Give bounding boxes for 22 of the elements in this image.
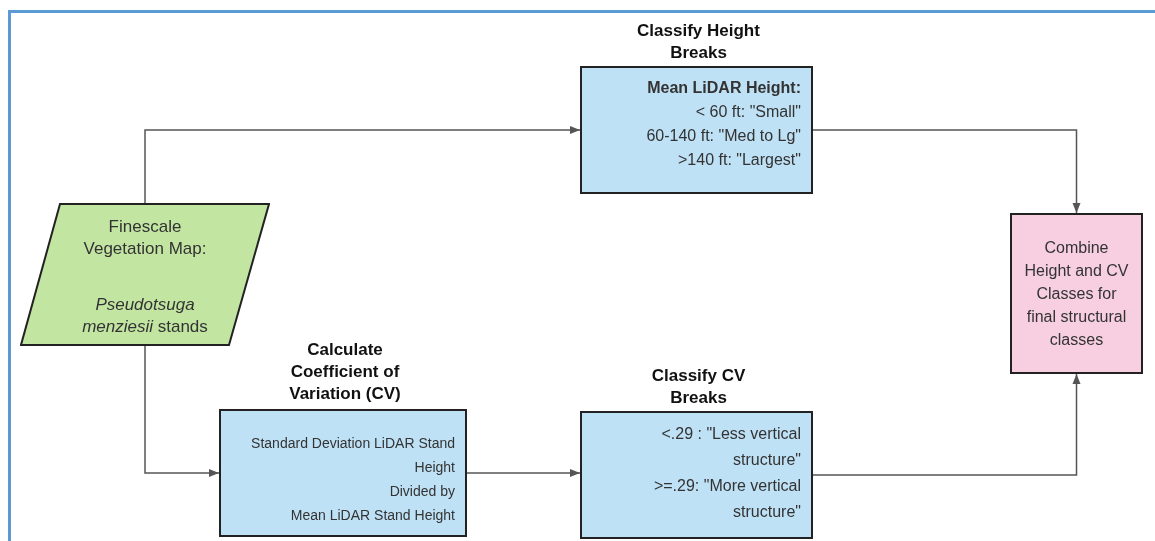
arrow: [144, 126, 581, 204]
arrow: [812, 129, 1081, 214]
criteria-text: Mean LiDAR Stand Height: [289, 506, 455, 525]
step-heading: Classify CV Breaks: [650, 365, 747, 409]
arrow: [812, 373, 1081, 476]
criteria-text: <.29 : "Less vertical structure": [660, 424, 801, 470]
input-title: Finescale Vegetation Map:: [82, 216, 208, 260]
input-description: Pseudotsuga menziesii stands: [81, 294, 209, 338]
arrow: [144, 345, 220, 477]
criteria-text: < 60 ft: "Small": [694, 102, 801, 122]
criteria-text: >140 ft: "Largest": [677, 150, 801, 170]
criteria-heading: Mean LiDAR Height:: [646, 78, 801, 98]
data-input-parallelogram: [20, 203, 270, 346]
arrow: [466, 469, 581, 477]
result-box: [1010, 213, 1143, 374]
criteria-text: 60-140 ft: "Med to Lg": [645, 126, 801, 146]
result-text: Combine Height and CV Classes for final structural classes: [1023, 238, 1130, 350]
criteria-text: Standard Deviation LiDAR Stand Height: [251, 434, 455, 477]
step-heading: Classify Height Breaks: [636, 20, 761, 64]
criteria-text: Divided by: [388, 482, 455, 501]
step-heading: Calculate Coefficient of Variation (CV): [288, 339, 402, 405]
criteria-text: >=.29: "More vertical structure": [652, 476, 801, 522]
